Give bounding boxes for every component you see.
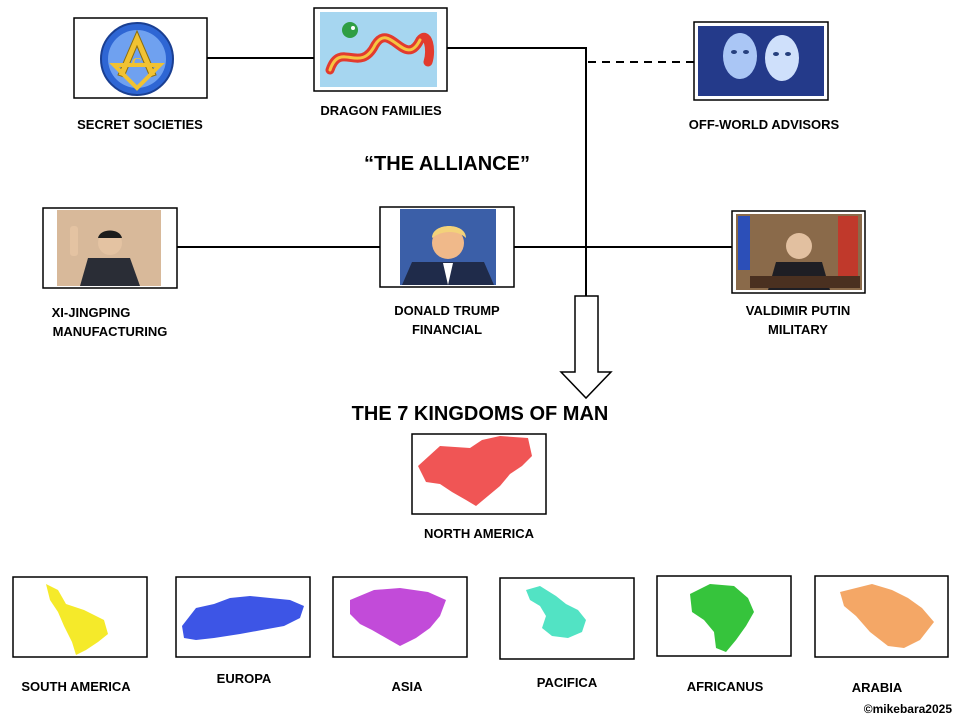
dragon-families-label: DRAGON FAMILIES xyxy=(320,103,442,118)
dragon-photo-bg xyxy=(320,12,437,87)
africanus-label: AFRICANUS xyxy=(687,679,764,694)
off-world-advisors-node: OFF-WORLD ADVISORS xyxy=(689,21,840,132)
secret-societies-label: SECRET SOCIETIES xyxy=(77,117,203,132)
svg-text:G: G xyxy=(132,56,143,71)
putin-portrait-icon xyxy=(738,216,860,290)
trump-node: DONALD TRUMP FINANCIAL xyxy=(379,206,515,337)
pacifica-label: PACIFICA xyxy=(537,675,598,690)
north-america-label: NORTH AMERICA xyxy=(424,526,535,541)
alliance-title: “THE ALLIANCE” xyxy=(364,153,530,175)
secret-societies-node: G SECRET SOCIETIES xyxy=(73,17,208,132)
dragon-families-node: DRAGON FAMILIES xyxy=(313,7,448,118)
alien-faces-icon xyxy=(723,33,799,81)
down-arrow-icon xyxy=(559,295,613,400)
xi-name-label: XI-JINGPING xyxy=(52,305,131,320)
line-dragon-to-trunk xyxy=(447,47,587,296)
kingdom-north-america: NORTH AMERICA xyxy=(411,433,547,541)
europa-map-icon xyxy=(182,596,304,640)
asia-map-icon xyxy=(350,588,446,646)
europa-label: EUROPA xyxy=(217,671,272,686)
kingdom-south-america: SOUTH AMERICA xyxy=(12,576,148,694)
copyright-label: ©mikebara2025 xyxy=(864,702,953,716)
south-america-map-icon xyxy=(46,584,108,655)
dragon-icon xyxy=(325,22,435,75)
pacifica-map-icon xyxy=(526,586,586,638)
xi-node: XI-JINGPING MANUFACTURING xyxy=(42,207,178,339)
south-america-label: SOUTH AMERICA xyxy=(21,679,131,694)
arabia-map-icon xyxy=(840,584,934,648)
arabia-label: ARABIA xyxy=(852,680,903,695)
trump-role-label: FINANCIAL xyxy=(412,322,482,337)
kingdoms-title: THE 7 KINGDOMS OF MAN xyxy=(352,403,609,425)
trump-name-label: DONALD TRUMP xyxy=(394,303,500,318)
kingdom-africanus: AFRICANUS xyxy=(656,575,792,694)
xi-portrait-icon xyxy=(70,226,140,286)
putin-node: VALDIMIR PUTIN MILITARY xyxy=(731,210,866,337)
off-world-photo-bg xyxy=(698,26,824,96)
putin-role-label: MILITARY xyxy=(768,322,828,337)
africanus-map-icon xyxy=(690,584,754,652)
kingdom-asia: ASIA xyxy=(332,576,468,694)
kingdom-europa: EUROPA xyxy=(175,576,311,686)
connector-lines xyxy=(177,47,732,296)
asia-label: ASIA xyxy=(391,679,423,694)
trump-portrait-icon xyxy=(402,226,494,285)
putin-name-label: VALDIMIR PUTIN xyxy=(746,303,850,318)
masonic-compass-icon: G xyxy=(100,22,174,96)
xi-role-label: MANUFACTURING xyxy=(53,324,168,339)
kingdom-pacifica: PACIFICA xyxy=(499,577,635,690)
north-america-map-icon xyxy=(418,436,532,506)
kingdom-arabia: ARABIA xyxy=(814,575,949,695)
off-world-advisors-label: OFF-WORLD ADVISORS xyxy=(689,117,840,132)
